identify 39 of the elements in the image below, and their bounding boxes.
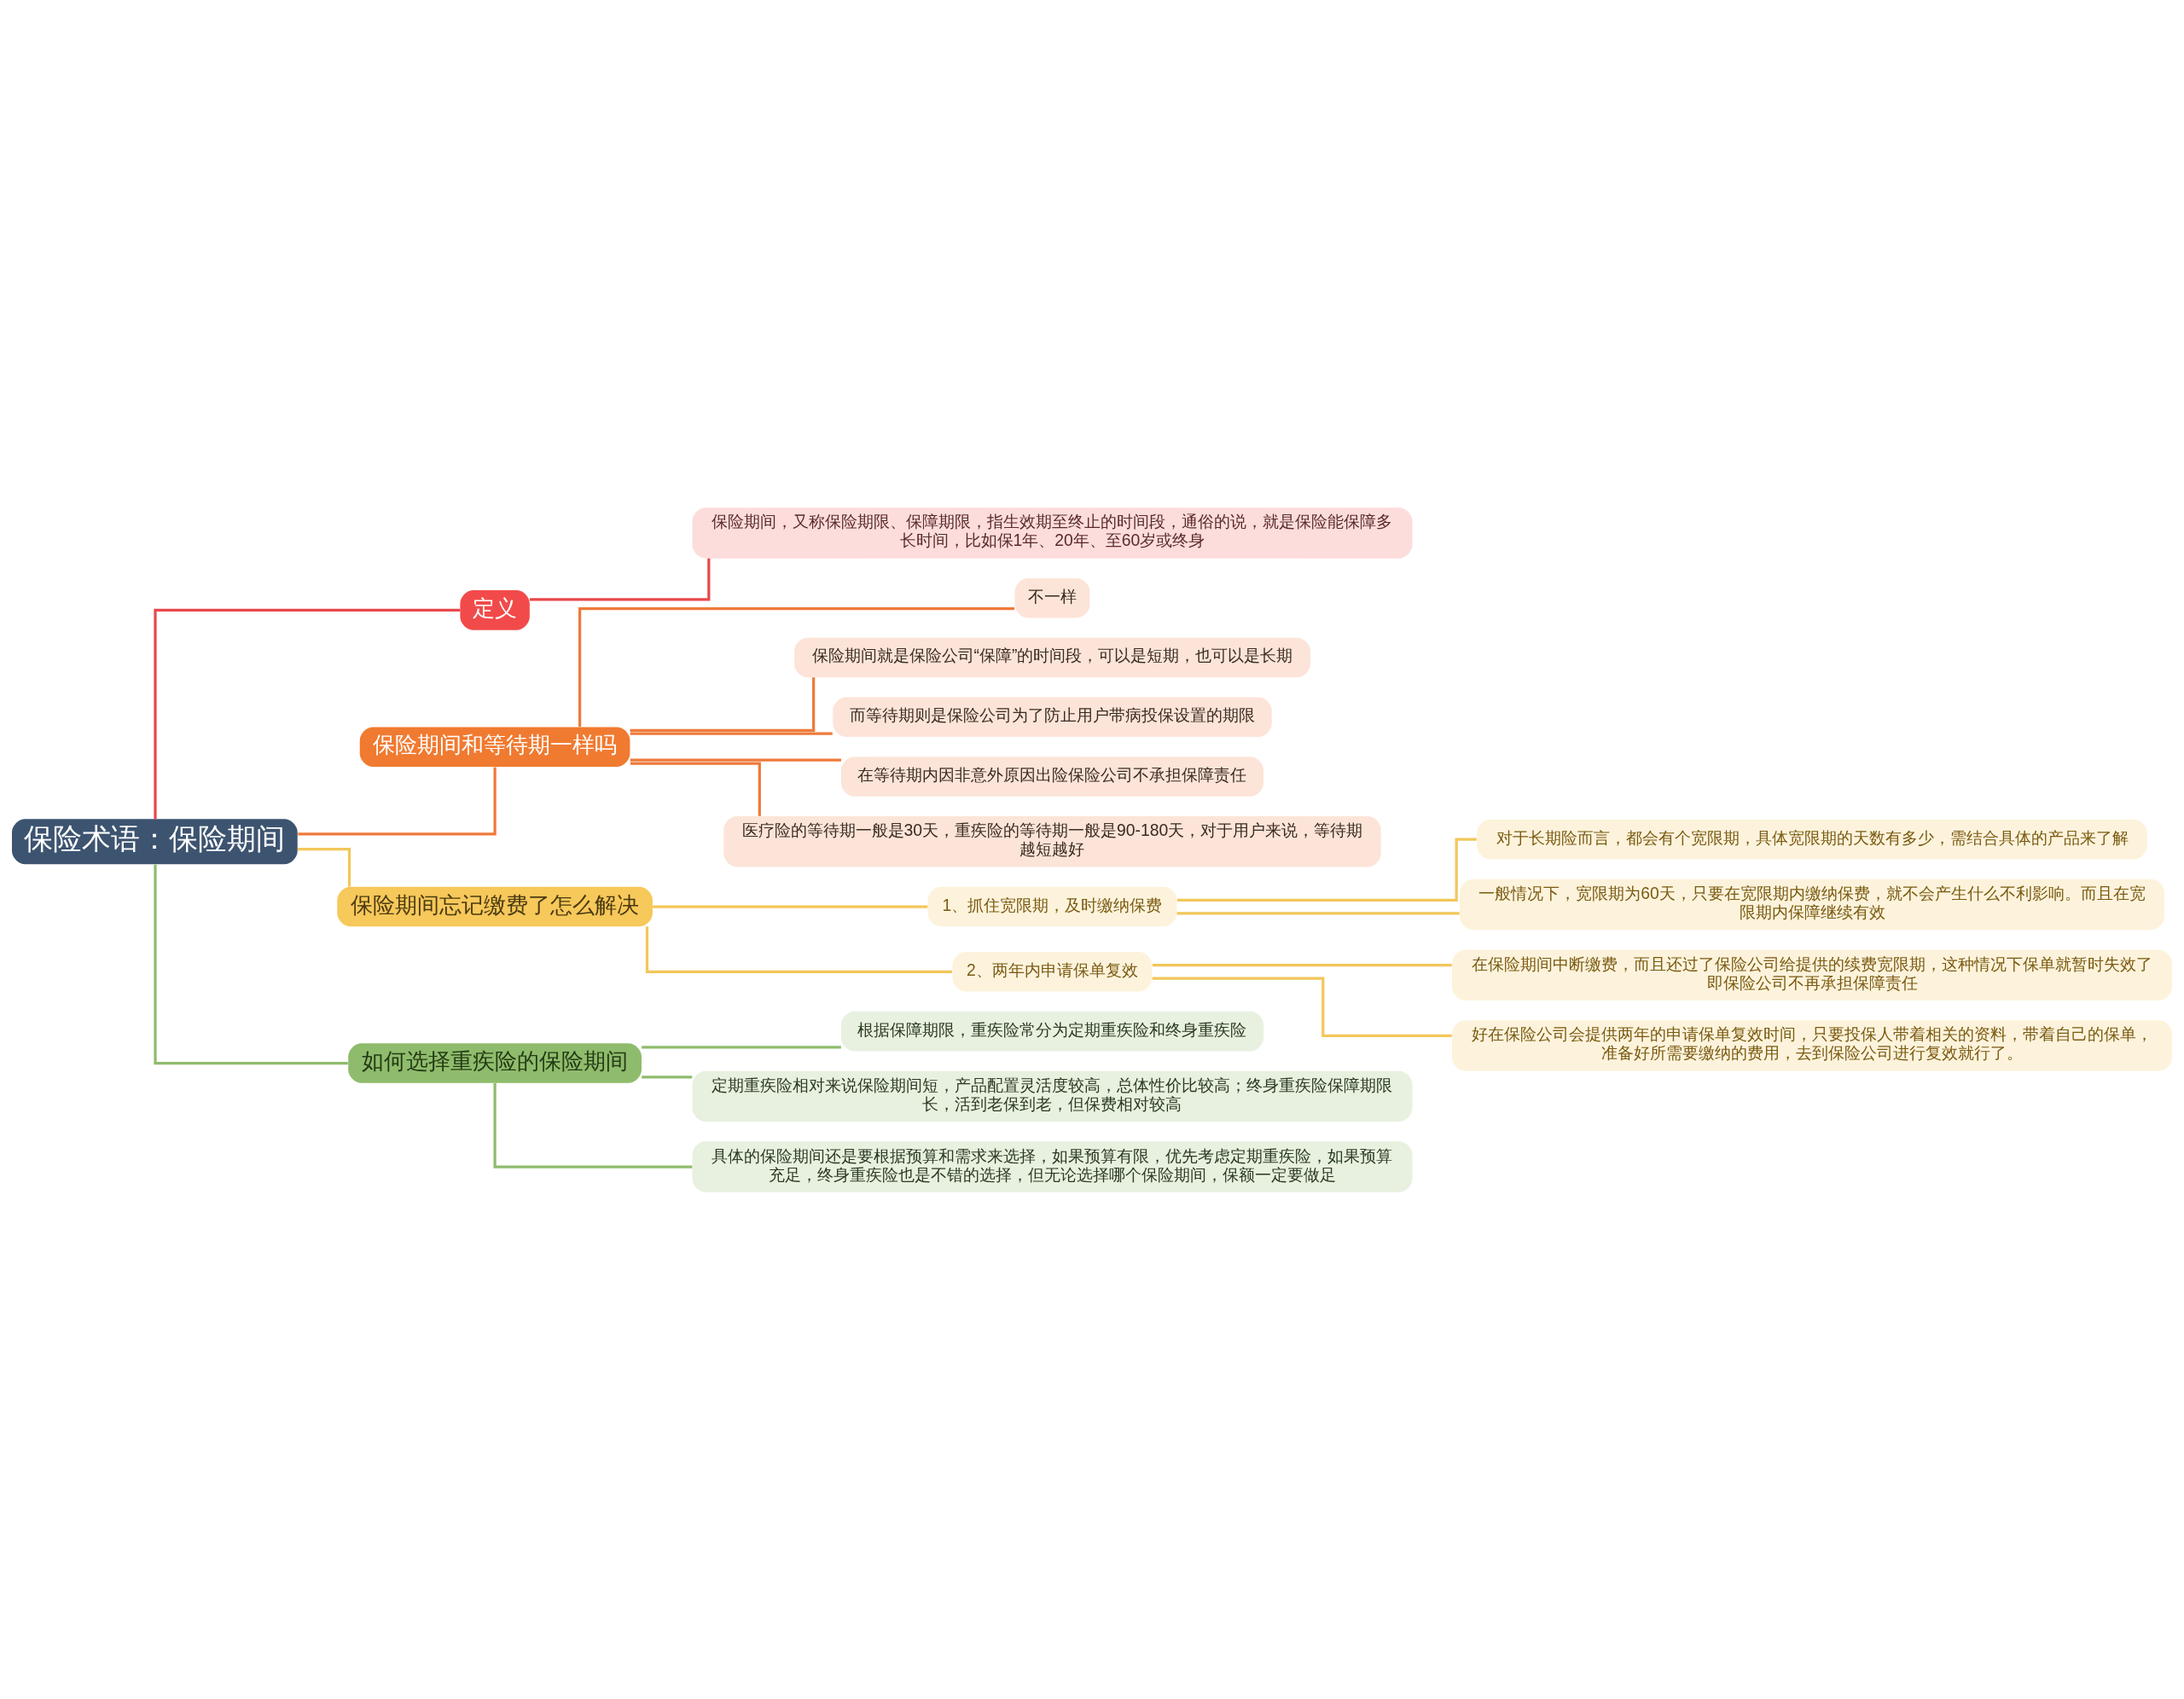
connector <box>1176 838 1477 902</box>
node-box: 而等待期则是保险公司为了防止用户带病投保设置的期限 <box>833 697 1272 737</box>
node-box: 在保险期间中断缴费，而且还过了保险公司给提供的续费宽限期，这种情况下保单就暂时失效了即保险公司不再承担保障责任 <box>1452 948 2173 1000</box>
connector <box>529 558 711 600</box>
connector <box>154 608 461 819</box>
node-box: 不一样 <box>1014 577 1090 618</box>
connector <box>645 925 953 973</box>
node-box: 定义 <box>460 589 530 630</box>
node-box: 2、两年内申请保单复效 <box>952 951 1153 992</box>
connector <box>642 1075 693 1078</box>
node-box: 根据保障期限，重疾险常分为定期重疾险和终身重疾险 <box>840 1011 1263 1051</box>
node-box: 保险期间，又称保险期限、保障期限，指生效期至终止的时间段，通俗的说，就是保险能保障多长时间，比如保1年、20年、至60岁或终身 <box>692 507 1413 559</box>
node-box: 保险术语：保险期间 <box>11 818 298 864</box>
connector <box>298 766 497 836</box>
node-box: 具体的保险期间还是要根据预算和需求来选择，如果预算有限，优先考虑定期重疾险，如果预算充足，终身重疾险也是不错的选择，但无论选择哪个保险期间，保额一定要做足 <box>692 1140 1413 1192</box>
node-box: 对于长期险而言，都会有个宽限期，具体宽限期的天数有多少，需结合具体的产品来了解 <box>1477 819 2147 859</box>
node-box: 好在保险公司会提供两年的申请保单复效时间，只要投保人带着相关的资料，带着自己的保单，准备好所需要缴纳的费用，去到保险公司进行复效就行了。 <box>1452 1019 2173 1071</box>
connector <box>154 864 348 1064</box>
connector <box>493 1082 693 1168</box>
connector <box>578 606 1015 727</box>
node-box: 一般情况下，宽限期为60天，只要在宽限期内缴纳保费，就不会产生什么不利影响。而且在宽限期内保障继续有效 <box>1460 878 2164 930</box>
connector <box>1152 976 1452 1037</box>
connector <box>630 758 841 762</box>
node-box: 保险期间就是保险公司“保障”的时间段，可以是短期，也可以是长期 <box>794 637 1310 677</box>
connector <box>1152 963 1452 966</box>
node-box: 医疗险的等待期一般是30天，重疾险的等待期一般是90-180天，对于用户来说，等待期越短越好 <box>723 815 1381 867</box>
node-box: 如何选择重疾险的保险期间 <box>348 1042 642 1083</box>
connector <box>1176 911 1460 914</box>
connector <box>653 904 928 908</box>
node-box: 1、抓住宽限期，及时缴纳保费 <box>927 886 1177 926</box>
connector <box>297 847 351 886</box>
connector <box>630 732 833 735</box>
connector <box>630 761 761 816</box>
node-box: 在等待期内因非意外原因出险保险公司不承担保障责任 <box>840 756 1263 797</box>
connector <box>642 1045 841 1048</box>
node-box: 定期重疾险相对来说保险期间短，产品配置灵活度较高，总体性价比较高；终身重疾险保障期限长，活到老保到老，但保费相对较高 <box>692 1070 1413 1122</box>
node-box: 保险期间忘记缴费了怎么解决 <box>337 886 653 926</box>
connector <box>630 676 816 732</box>
node-box: 保险期间和等待期一样吗 <box>359 726 630 767</box>
